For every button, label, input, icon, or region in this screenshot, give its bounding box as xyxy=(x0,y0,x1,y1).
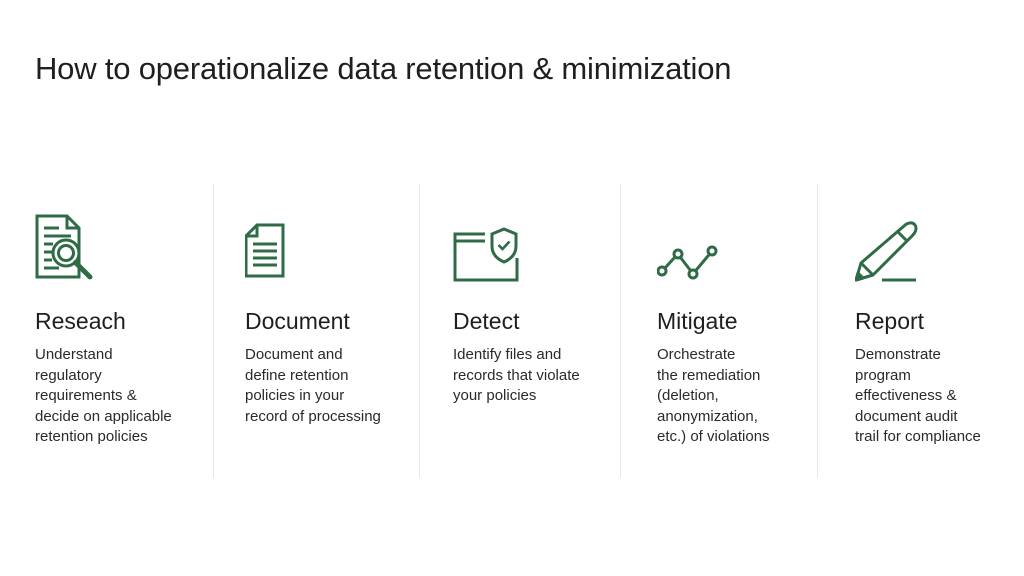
step-report: Report Demonstrate program effectiveness… xyxy=(855,184,1015,478)
step-title: Document xyxy=(245,308,350,334)
step-mitigate: Mitigate Orchestrate the remediation (de… xyxy=(657,184,812,478)
step-title: Report xyxy=(855,308,925,334)
column-divider xyxy=(419,184,420,478)
pencil-icon xyxy=(855,214,919,284)
document-icon xyxy=(245,214,309,284)
step-title: Reseach xyxy=(35,308,126,334)
step-description: Orchestrate the remediation (deletion, a… xyxy=(657,346,770,445)
column-divider xyxy=(817,184,818,478)
step-description: Understand regulatory requirements & dec… xyxy=(35,346,172,445)
step-description: Identify files and records that violate … xyxy=(453,346,580,404)
step-description: Document and define retention policies i… xyxy=(245,346,381,425)
research-magnifier-icon xyxy=(35,214,99,284)
step-title: Detect xyxy=(453,308,520,334)
shield-check-icon xyxy=(453,214,519,284)
steps-row: Reseach Understand regulatory requiremen… xyxy=(0,184,1024,478)
step-title: Mitigate xyxy=(657,308,738,334)
step-research: Reseach Understand regulatory requiremen… xyxy=(35,184,205,478)
page-title: How to operationalize data retention & m… xyxy=(35,51,732,86)
column-divider xyxy=(213,184,214,478)
line-graph-icon xyxy=(657,214,721,284)
step-description: Demonstrate program effectiveness & docu… xyxy=(855,346,981,445)
step-detect: Detect Identify files and records that v… xyxy=(453,184,613,478)
column-divider xyxy=(620,184,621,478)
step-document: Document Document and define retention p… xyxy=(245,184,410,478)
